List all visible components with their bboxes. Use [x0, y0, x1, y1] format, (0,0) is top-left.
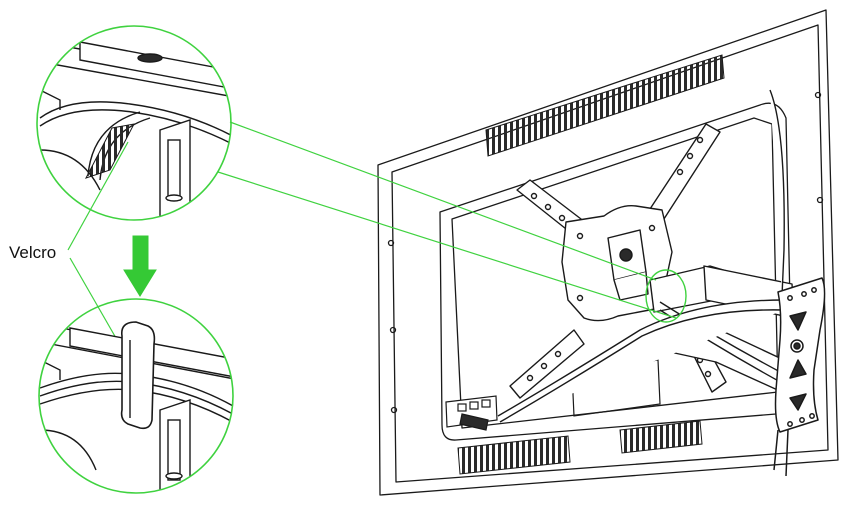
connector-panel: [445, 395, 498, 431]
callout-lines: [67, 121, 687, 353]
bezel-hole: [814, 91, 822, 99]
tv-vents: [457, 54, 725, 475]
callout-line-lower: [217, 171, 677, 319]
wall-plate: [773, 277, 826, 477]
bracket-arm-bottom-left: [509, 329, 585, 399]
velcro-leader-top: [67, 141, 129, 251]
vent-bottom: [457, 435, 571, 475]
bezel-hole: [389, 326, 397, 334]
arrow-down-icon: [123, 235, 157, 297]
zoom-circle-before: [36, 25, 232, 221]
bezel-hole: [816, 196, 824, 204]
vent-top: [485, 54, 725, 157]
bezel-hole: [390, 406, 398, 414]
velcro-strap: [120, 321, 156, 430]
velcro-label: Velcro: [9, 243, 57, 262]
bezel-hole: [387, 239, 395, 247]
vent-bottom-right: [619, 420, 703, 454]
callout-target: [645, 269, 687, 323]
callout-line-upper: [229, 121, 657, 281]
zoom-circle-after: [38, 298, 234, 494]
power-plug: [459, 413, 489, 431]
